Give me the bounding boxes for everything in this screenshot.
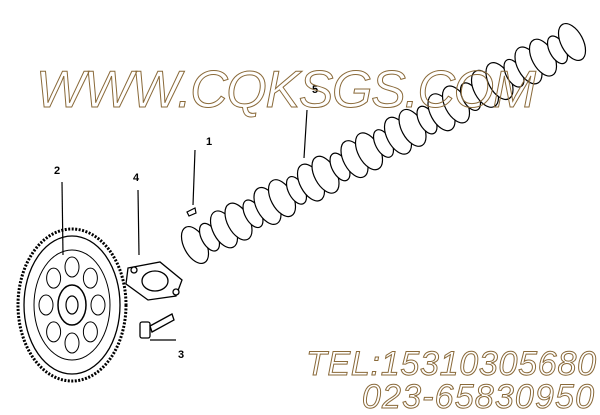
gear-hole <box>46 321 62 343</box>
watermark-tel: TEL:15310305680 <box>306 345 596 383</box>
gear-hole <box>46 267 62 289</box>
watermark-site: WWW.CQKSGS.COM <box>36 61 537 119</box>
gasket-drawing <box>125 261 183 301</box>
gear-hole <box>82 267 98 289</box>
gear-hole <box>38 294 54 316</box>
callout-1: 1 <box>206 136 212 148</box>
gear-hole <box>90 294 106 316</box>
leader-lines <box>61 109 308 341</box>
watermark-phone: 023-65830950 <box>362 378 594 415</box>
cam-lobe <box>557 23 587 61</box>
callout-5: 5 <box>312 84 318 96</box>
callout-3: 3 <box>178 349 184 361</box>
key-drawing <box>186 207 197 217</box>
gear-hole <box>64 332 80 354</box>
callout-4: 4 <box>133 172 140 184</box>
callout-2: 2 <box>54 165 60 177</box>
gear-hole <box>64 256 80 278</box>
gear-drawing <box>16 227 128 383</box>
camshaft-drawing <box>180 23 587 264</box>
gear-hole <box>82 321 98 343</box>
bolt-drawing <box>139 313 175 339</box>
